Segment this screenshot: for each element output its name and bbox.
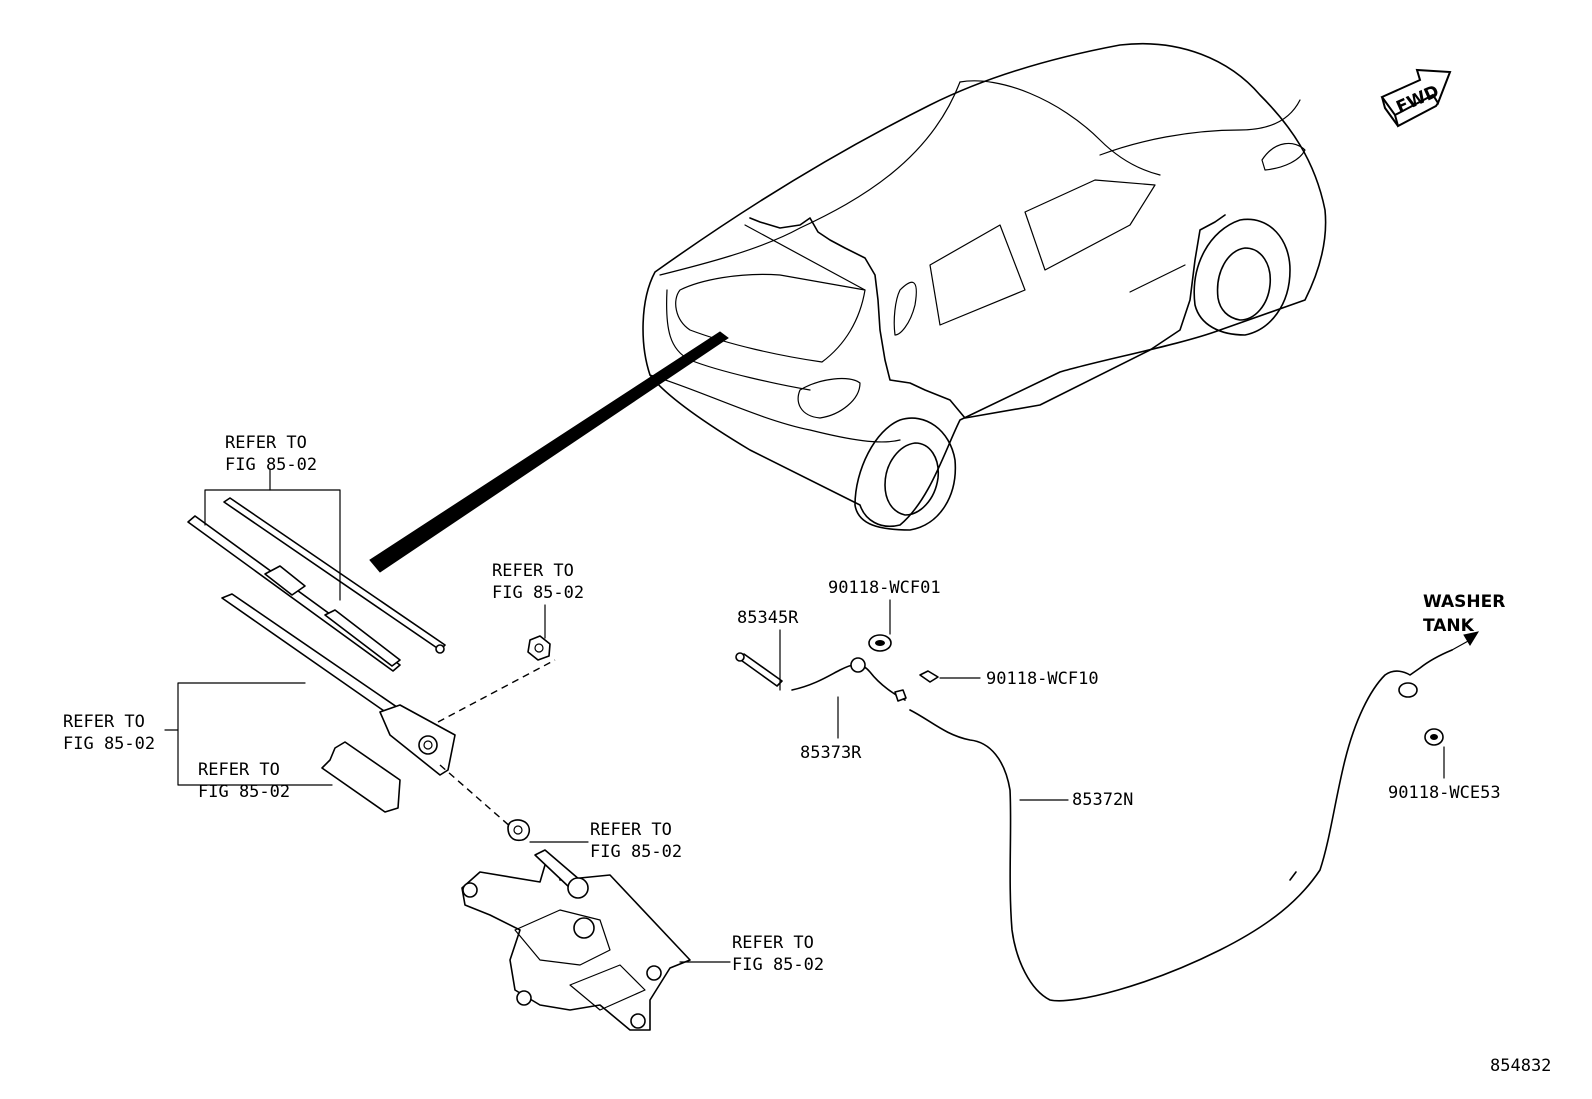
refer-motor-line1: REFER TO xyxy=(732,933,814,953)
washer-hose-85372N xyxy=(909,631,1480,1002)
label-90118-WCF10: 90118-WCF10 xyxy=(986,669,1099,689)
wiper-blade xyxy=(187,497,446,672)
vehicle-illustration xyxy=(369,42,1327,573)
figure-number: 854832 xyxy=(1490,1056,1551,1076)
label-90118-WCE53: 90118-WCE53 xyxy=(1388,783,1501,803)
refer-arm-line1: REFER TO xyxy=(63,712,145,732)
refer-cap-line1: REFER TO xyxy=(590,820,672,840)
refer-cover-line2: FIG 85-02 xyxy=(198,782,290,802)
label-85373R: 85373R xyxy=(800,743,862,763)
label-90118-WCF01: 90118-WCF01 xyxy=(828,578,941,598)
grommet-90118-WCE53 xyxy=(1424,728,1444,746)
refer-blade-line1: REFER TO xyxy=(225,433,307,453)
refer-motor-line2: FIG 85-02 xyxy=(732,955,824,975)
grommet-90118-WCF01 xyxy=(868,634,892,652)
label-85345R: 85345R xyxy=(737,608,799,628)
refer-cover-line1: REFER TO xyxy=(198,760,280,780)
nut-cap xyxy=(527,635,551,661)
washer-tank-line1: WASHER xyxy=(1423,592,1505,612)
refer-nut-line1: REFER TO xyxy=(492,561,574,581)
washer-nozzle-85345R xyxy=(735,652,783,687)
refer-arm-line2: FIG 85-02 xyxy=(63,734,155,754)
refer-nut-line2: FIG 85-02 xyxy=(492,583,584,603)
washer-nut xyxy=(507,819,531,842)
washer-hose-85373R xyxy=(791,657,907,702)
washer-tank-line2: TANK xyxy=(1423,616,1475,636)
refer-cap-line2: FIG 85-02 xyxy=(590,842,682,862)
clip-90118-WCF10 xyxy=(919,670,939,683)
wiper-motor xyxy=(461,849,691,1031)
wiper-arm xyxy=(221,593,456,776)
arm-cover xyxy=(321,741,401,813)
label-85372N: 85372N xyxy=(1072,790,1133,810)
fwd-arrow-icon: FWD xyxy=(1380,68,1452,128)
grommet-hose-tank xyxy=(1398,682,1418,698)
refer-blade-line2: FIG 85-02 xyxy=(225,455,317,475)
